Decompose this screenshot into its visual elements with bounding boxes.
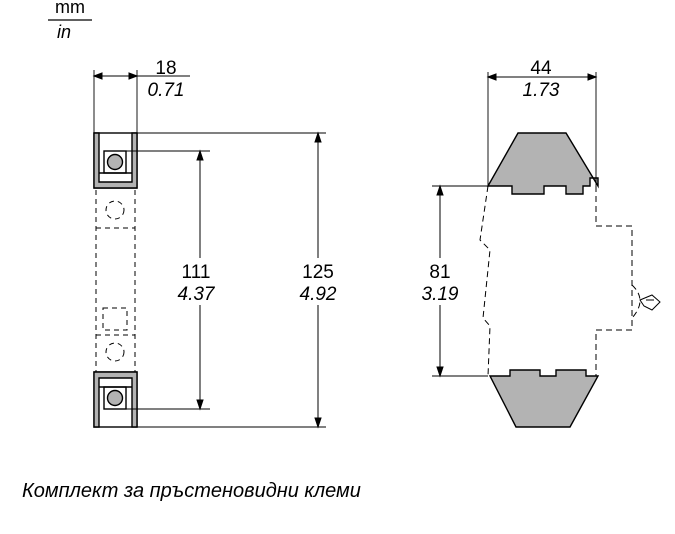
dim-81-mm: 81: [429, 262, 450, 283]
dim-125-mm: 125: [302, 262, 334, 283]
front-view: [432, 72, 661, 428]
unit-legend: mm in: [48, 0, 92, 42]
dim-18-mm: 18: [155, 58, 176, 79]
dim-18-in: 0.71: [148, 80, 185, 101]
dim-line-18: [92, 72, 190, 80]
dim-line-111: [196, 149, 204, 411]
unit-mm: mm: [55, 0, 85, 17]
front-top-cover: [486, 132, 599, 195]
handle-icon: [639, 294, 661, 311]
drawing-caption: Комплект за пръстеновидни клеми: [22, 480, 361, 502]
side-top-clip: [93, 132, 138, 189]
dim-125-in: 4.92: [300, 284, 337, 305]
dim-81-in: 3.19: [422, 284, 459, 305]
dim-111-mm: 111: [182, 262, 211, 283]
side-extension-lines: [93, 70, 326, 428]
unit-in: in: [57, 22, 71, 42]
dim-44-in: 1.73: [523, 80, 560, 101]
side-body-hidden-outline: [95, 190, 136, 372]
side-view: [92, 70, 326, 429]
dim-line-81: [436, 184, 444, 378]
dim-111-in: 4.37: [178, 284, 216, 305]
dim-line-125: [314, 131, 322, 429]
front-body-hidden-outline: [479, 185, 641, 377]
front-bottom-cover: [488, 369, 600, 428]
front-extension-lines: [432, 72, 597, 377]
side-bottom-clip: [93, 371, 138, 428]
dim-44-mm: 44: [530, 58, 552, 79]
dim-line-44: [486, 73, 598, 81]
